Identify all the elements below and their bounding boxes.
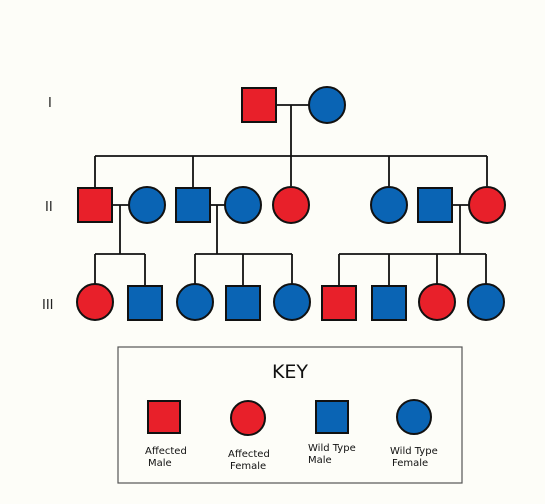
key-affected-male-symbol xyxy=(147,400,181,434)
generation-1 xyxy=(241,86,346,124)
key-wild-type-male-label-line2: Male xyxy=(308,455,332,466)
wild-type-male-symbol xyxy=(175,187,211,223)
wild-type-male-symbol xyxy=(371,285,407,321)
key-wild-type-male-symbol xyxy=(315,400,349,434)
key-affected-female-symbol xyxy=(230,400,266,436)
generation-label-iii: III xyxy=(42,298,54,313)
wild-type-female-symbol xyxy=(273,283,311,321)
key-wild-type-female-symbol xyxy=(396,399,432,435)
wild-type-female-symbol xyxy=(370,186,408,224)
affected-male-symbol xyxy=(241,87,277,123)
generation-3 xyxy=(76,283,505,321)
key-affected-male-label-line1: Affected xyxy=(145,446,187,457)
key-title: KEY xyxy=(272,361,308,383)
affected-male-symbol xyxy=(77,187,113,223)
affected-female-symbol xyxy=(418,283,456,321)
wild-type-male-symbol xyxy=(417,187,453,223)
pedigree-lines xyxy=(94,104,488,286)
wild-type-male-symbol xyxy=(127,285,163,321)
key-affected-male-label-line2: Male xyxy=(148,458,172,469)
key-legend: KEY Affected Male Affected Female Wild T… xyxy=(117,346,463,484)
affected-female-symbol xyxy=(76,283,114,321)
wild-type-male-symbol xyxy=(225,285,261,321)
key-wild-type-female-label-line1: Wild Type xyxy=(390,446,438,457)
generation-2 xyxy=(77,186,506,224)
affected-male-symbol xyxy=(321,285,357,321)
key-box xyxy=(117,346,463,484)
wild-type-female-symbol xyxy=(467,283,505,321)
key-wild-type-female-label-line2: Female xyxy=(392,458,428,469)
wild-type-female-symbol xyxy=(224,186,262,224)
generation-label-ii: II xyxy=(45,200,53,215)
key-wild-type-male-label-line1: Wild Type xyxy=(308,443,356,454)
key-affected-female-label-line1: Affected xyxy=(228,449,270,460)
wild-type-female-symbol xyxy=(308,86,346,124)
generation-label-i: I xyxy=(48,96,52,111)
wild-type-female-symbol xyxy=(128,186,166,224)
wild-type-female-symbol xyxy=(176,283,214,321)
affected-female-symbol xyxy=(272,186,310,224)
affected-female-symbol xyxy=(468,186,506,224)
key-affected-female-label-line2: Female xyxy=(230,461,266,472)
